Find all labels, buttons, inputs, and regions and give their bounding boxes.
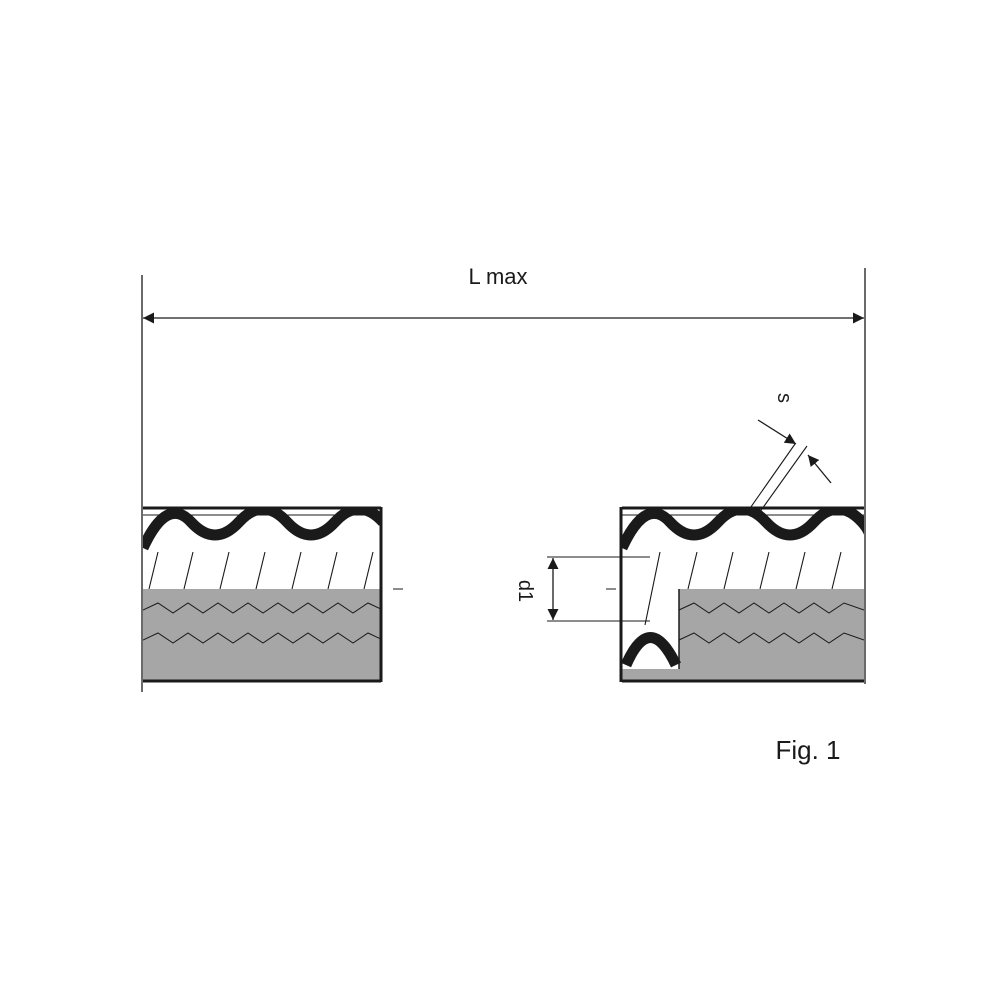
- s-arrow-2: [807, 454, 832, 484]
- inner-diameter-dimension: d1: [514, 556, 650, 622]
- corrugated-wire-right: [622, 508, 864, 551]
- fill-layer-left: [143, 589, 381, 682]
- length-dimension: L max: [141, 264, 866, 692]
- hose-section-right: [606, 506, 864, 683]
- helix-line-cutaway: [644, 551, 661, 626]
- s-arrow-1: [757, 419, 797, 445]
- s-extension-1: [745, 443, 796, 515]
- d1-label: d1: [514, 580, 536, 602]
- helix-lines-right: [687, 551, 842, 590]
- reinforcement-zigzag-left-2: [143, 632, 381, 644]
- helix-lines-left: [148, 551, 374, 590]
- figure-caption: Fig. 1: [775, 735, 840, 765]
- length-label: L max: [468, 264, 527, 289]
- reinforcement-zigzag-right-1: [678, 602, 864, 614]
- reinforcement-zigzag-right-2: [678, 632, 864, 644]
- hose-section-left: [143, 506, 403, 683]
- s-label: s: [773, 393, 795, 403]
- thickness-dimension: s: [745, 393, 832, 517]
- corrugated-wire-bottom-cutaway: [622, 632, 681, 668]
- s-extension-2: [756, 445, 808, 517]
- reinforcement-zigzag-left-1: [143, 602, 381, 614]
